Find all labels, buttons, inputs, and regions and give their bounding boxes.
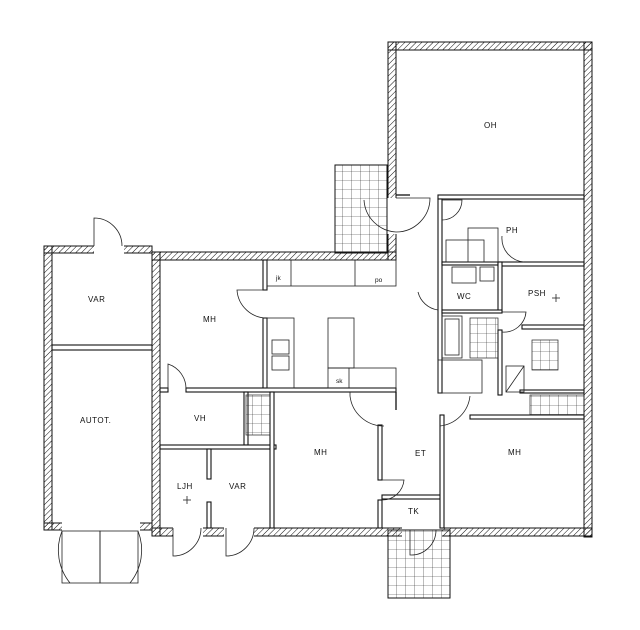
exterior-walls bbox=[43, 41, 593, 538]
room-label-wc: WC bbox=[457, 292, 471, 301]
bathroom-fixtures bbox=[437, 227, 525, 394]
room-label-vh: VH bbox=[194, 414, 206, 423]
door-swings bbox=[93, 197, 527, 557]
stairs bbox=[245, 164, 585, 599]
garage-doors bbox=[57, 530, 143, 584]
room-label-var-garage: VAR bbox=[88, 295, 105, 304]
room-label-ph: PH bbox=[506, 226, 518, 235]
room-label-ljh: LJH bbox=[177, 482, 193, 491]
interior-walls bbox=[51, 194, 585, 529]
room-label-tk: TK bbox=[408, 507, 419, 516]
room-label-mh-center: MH bbox=[314, 448, 327, 457]
room-label-oh: OH bbox=[484, 121, 497, 130]
room-label-mh-right: MH bbox=[508, 448, 521, 457]
kitchen-counters bbox=[266, 259, 397, 389]
room-label-var: VAR bbox=[229, 482, 246, 491]
floor-drain-icon bbox=[183, 294, 560, 504]
room-label-et: ET bbox=[415, 449, 426, 458]
room-label-mh-left: MH bbox=[203, 315, 216, 324]
fixture-label-jk: jk bbox=[275, 275, 281, 282]
fixture-label-sk: sk bbox=[336, 378, 343, 385]
room-label-autot: AUTOT. bbox=[80, 416, 111, 425]
room-label-psh: PSH bbox=[528, 289, 546, 298]
fixture-label-po: po bbox=[375, 277, 383, 284]
